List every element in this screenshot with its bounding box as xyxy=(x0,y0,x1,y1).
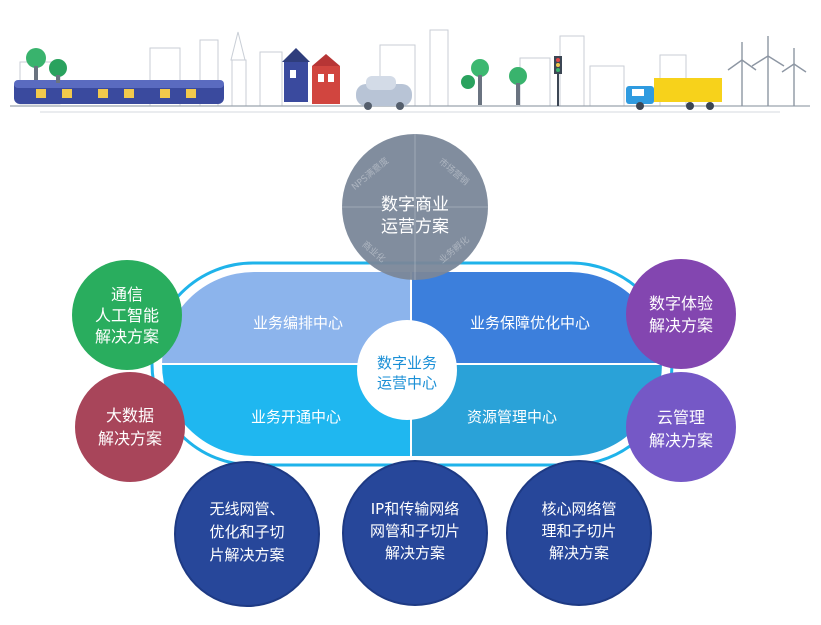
traffic-light-icon xyxy=(554,56,562,106)
quadrant-label-provisioning: 业务开通中心 xyxy=(251,408,341,426)
train-icon xyxy=(14,80,224,104)
left-circle-2-line1: 大数据 xyxy=(106,406,154,425)
top-circle-line1: 数字商业 xyxy=(381,195,449,215)
cloud-management-circle: 云管理 解决方案 xyxy=(626,372,736,482)
wireless-network-circle: 无线网管、 优化和子切 片解决方案 xyxy=(174,461,320,607)
right-circle-1-line2: 解决方案 xyxy=(649,316,713,335)
quadrant-top-right xyxy=(412,272,662,363)
core-network-circle: 核心网络管 理和子切片 解决方案 xyxy=(506,460,652,606)
center-label-line2: 运营中心 xyxy=(377,374,437,392)
center-circle xyxy=(357,320,457,420)
quadrant-label-assurance: 业务保障优化中心 xyxy=(470,314,590,332)
left-circle-1-line2: 人工智能 xyxy=(95,306,159,325)
digital-experience-circle: 数字体验 解决方案 xyxy=(626,259,736,369)
city-skyline-illustration xyxy=(10,29,810,113)
center-label-line1: 数字业务 xyxy=(377,354,437,372)
comm-ai-circle: 通信 人工智能 解决方案 xyxy=(72,260,182,370)
left-circle-1-line3: 解决方案 xyxy=(95,327,159,346)
bottom-circle-1-line3: 片解决方案 xyxy=(209,546,284,564)
right-circle-2-line1: 云管理 xyxy=(657,408,705,427)
wind-turbine-icon xyxy=(727,36,807,106)
right-circle-1-line1: 数字体验 xyxy=(649,294,713,313)
bottom-circle-1-line2: 优化和子切 xyxy=(209,523,284,541)
bottom-circle-2-line3: 解决方案 xyxy=(385,544,445,562)
bottom-circle-2-line2: 网管和子切片 xyxy=(370,522,460,540)
bottom-circle-3-line2: 理和子切片 xyxy=(541,522,616,540)
left-circle-1-line1: 通信 xyxy=(111,285,143,304)
car-icon xyxy=(356,76,412,110)
truck-icon xyxy=(626,78,722,110)
tree-icon xyxy=(26,48,527,105)
ip-transport-circle: IP和传输网络 网管和子切片 解决方案 xyxy=(342,460,488,606)
right-circle-2-line2: 解决方案 xyxy=(649,431,713,450)
bottom-circle-3-line1: 核心网络管 xyxy=(541,500,616,518)
bottom-circle-1-line1: 无线网管、 xyxy=(209,500,284,518)
bottom-circle-3-line3: 解决方案 xyxy=(549,544,609,562)
big-data-circle: 大数据 解决方案 xyxy=(75,372,185,482)
left-circle-2-line2: 解决方案 xyxy=(98,429,162,448)
top-circle-line2: 运营方案 xyxy=(381,217,449,237)
quadrant-label-resource: 资源管理中心 xyxy=(467,408,557,426)
house-icon xyxy=(282,48,340,104)
bottom-circle-2-line1: IP和传输网络 xyxy=(371,500,459,518)
quadrant-label-orchestration: 业务编排中心 xyxy=(253,314,343,332)
digital-business-circle: NPS满意度 市场营销 商业化 业务孵化 数字商业 运营方案 xyxy=(342,134,488,280)
